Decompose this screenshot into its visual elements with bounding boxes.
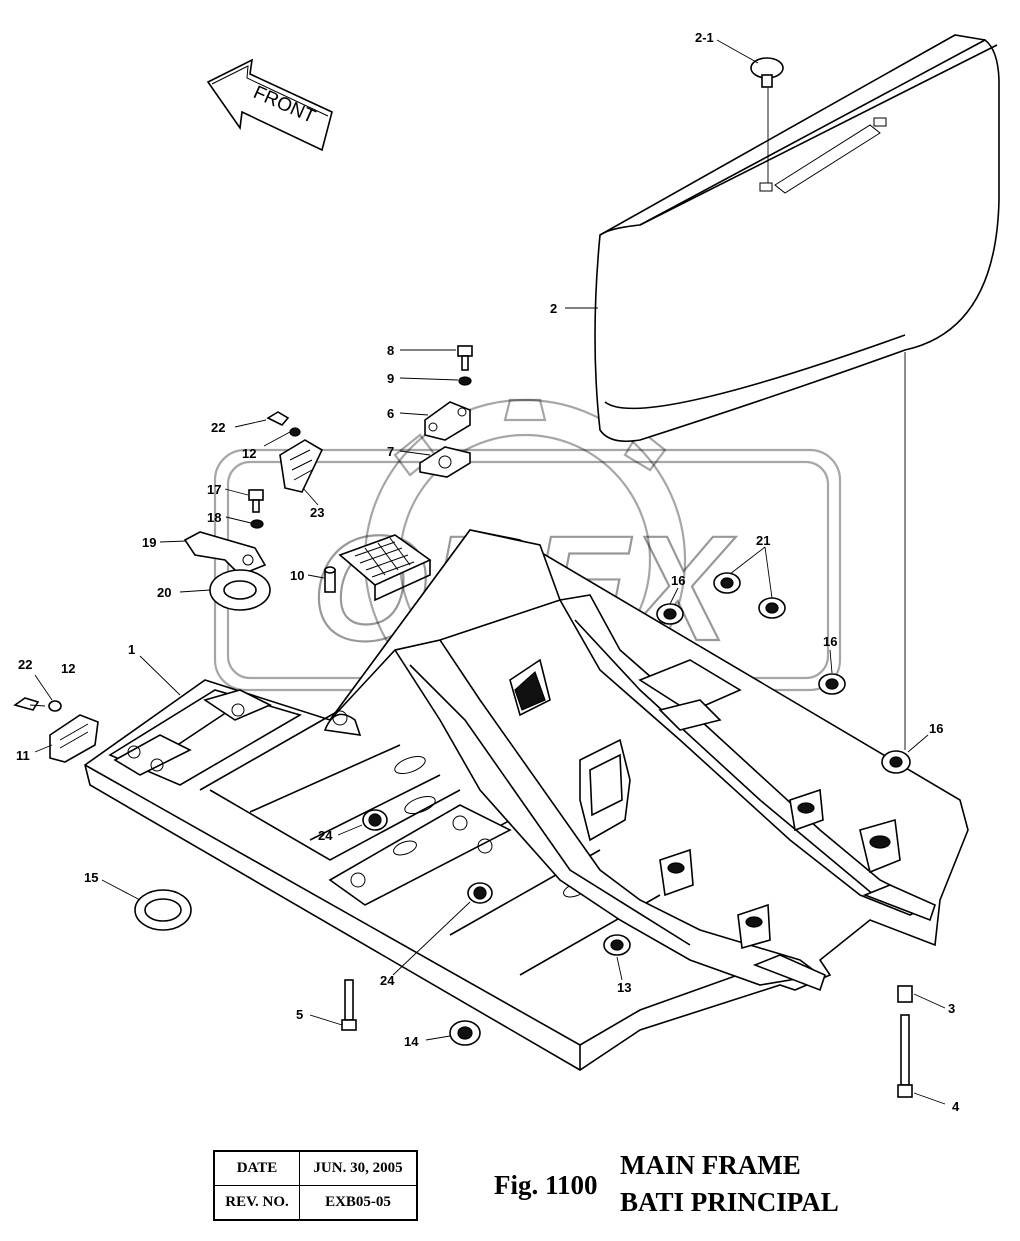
callout-1: 1 <box>128 642 135 657</box>
callout-16-c: 16 <box>929 721 943 736</box>
leader-lines <box>29 39 946 1105</box>
rev-label: REV. NO. <box>213 1185 300 1221</box>
callout-10: 10 <box>290 568 304 583</box>
date-value: JUN. 30, 2005 <box>299 1150 418 1186</box>
callout-11: 11 <box>16 748 30 763</box>
step-plate <box>338 534 432 602</box>
main-frame <box>84 529 969 1071</box>
callout-15: 15 <box>84 870 98 885</box>
callout-5: 5 <box>296 1007 303 1022</box>
cap-part <box>750 57 784 183</box>
callout-7: 7 <box>387 444 394 459</box>
callout-3: 3 <box>948 1001 955 1016</box>
grommet-15 <box>134 889 192 931</box>
callout-20: 20 <box>157 585 171 600</box>
rev-value: EXB05-05 <box>299 1185 418 1221</box>
front-arrow-icon: FRONT <box>206 58 333 152</box>
callout-2-1: 2-1 <box>695 30 714 45</box>
callout-4: 4 <box>952 1099 960 1114</box>
callout-21: 21 <box>756 533 770 548</box>
callout-9: 9 <box>387 371 394 386</box>
callout-6: 6 <box>387 406 394 421</box>
grommet-24a <box>362 809 388 831</box>
figure-title-fr: BATI PRINCIPAL <box>620 1187 839 1217</box>
callout-23: 23 <box>310 505 324 520</box>
callout-24-b: 24 <box>380 973 395 988</box>
callout-16-a: 16 <box>671 573 685 588</box>
callout-12-top: 12 <box>242 446 256 461</box>
date-label: DATE <box>213 1150 300 1186</box>
rubber-mount-21b <box>758 597 786 619</box>
rubber-mount-13 <box>603 934 631 956</box>
grommet-24b <box>467 882 493 904</box>
rubber-mount-16b <box>818 673 846 695</box>
callout-16-b: 16 <box>823 634 837 649</box>
rubber-mount-16a <box>656 603 684 625</box>
callout-17: 17 <box>207 482 221 497</box>
figure-number: Fig. 1100 <box>494 1170 598 1200</box>
callout-2: 2 <box>550 301 557 316</box>
callout-8: 8 <box>387 343 394 358</box>
callout-18: 18 <box>207 510 221 525</box>
callout-12-left: 12 <box>61 661 75 676</box>
callout-24-a: 24 <box>318 828 333 843</box>
callout-labels: 2-1 2 8 9 6 7 22 12 23 17 18 19 20 10 21… <box>16 30 960 1114</box>
grommet-14 <box>449 1020 481 1046</box>
figure-title-en: MAIN FRAME <box>620 1150 801 1180</box>
rubber-mount-16c <box>881 750 911 774</box>
callout-22-top: 22 <box>211 420 225 435</box>
small-parts <box>13 345 913 1098</box>
callout-14: 14 <box>404 1034 419 1049</box>
revision-table: DATE JUN. 30, 2005 REV. NO. EXB05-05 <box>213 1150 418 1221</box>
callout-19: 19 <box>142 535 156 550</box>
callout-13: 13 <box>617 980 631 995</box>
rubber-mount-21a <box>713 572 741 594</box>
callout-22-left: 22 <box>18 657 32 672</box>
counterweight <box>594 34 1000 443</box>
